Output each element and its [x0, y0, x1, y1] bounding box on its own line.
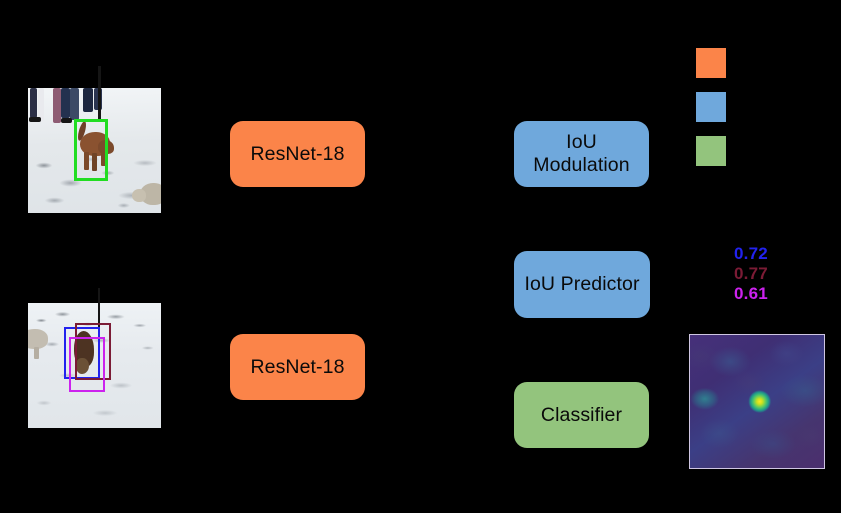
iou-modulation-label: IoU Modulation: [533, 131, 630, 176]
test-frame-image: [28, 303, 161, 428]
distractor-dog-test: [28, 329, 48, 349]
iou-predictor-block[interactable]: IoU Predictor: [514, 251, 650, 318]
leash-segment: [98, 88, 101, 120]
candidate-box-darkred: [75, 323, 111, 380]
classifier-label: Classifier: [540, 403, 623, 426]
iou-modulation-block[interactable]: IoU Modulation: [514, 121, 649, 187]
distractor-dog-leg: [34, 347, 39, 359]
distractor-dog: [140, 183, 161, 205]
resnet18-bottom-label: ResNet-18: [250, 355, 345, 378]
resnet18-bottom-block[interactable]: ResNet-18: [230, 334, 365, 400]
iou-score-magenta: 0.61: [734, 284, 768, 303]
iou-branch-swatch: [696, 92, 726, 122]
groundtruth-box: [74, 119, 108, 181]
classifier-score-map: [689, 334, 825, 469]
leash-segment-test: [98, 303, 100, 329]
person-leg-7: [61, 118, 72, 123]
dog-leg-3: [101, 151, 106, 166]
person-leg-3: [29, 117, 41, 122]
test-leash-line: [98, 288, 100, 310]
resnet-backbone-swatch: [696, 48, 726, 78]
person-leg-2: [38, 88, 44, 121]
distractor-dog-head: [132, 189, 146, 202]
iou-score-blue: 0.72: [734, 244, 768, 263]
dog-leg-1: [84, 152, 89, 170]
resnet18-top-label: ResNet-18: [250, 142, 345, 165]
person-leg-1: [30, 88, 37, 118]
person-leg-4: [53, 88, 61, 123]
classifier-block[interactable]: Classifier: [514, 382, 649, 448]
iou-predictor-label: IoU Predictor: [524, 273, 640, 295]
dog-leg-2: [92, 153, 97, 171]
target-dog-head-test: [76, 358, 89, 374]
iou-score-darkred: 0.77: [734, 264, 768, 283]
person-leg-6: [70, 88, 79, 120]
classifier-branch-swatch: [696, 136, 726, 166]
resnet18-top-block[interactable]: ResNet-18: [230, 121, 365, 187]
candidate-box-magenta: [69, 337, 105, 392]
person-leg-8: [83, 88, 93, 112]
person-leg-5: [61, 88, 70, 118]
reference-frame-image: [28, 88, 161, 213]
